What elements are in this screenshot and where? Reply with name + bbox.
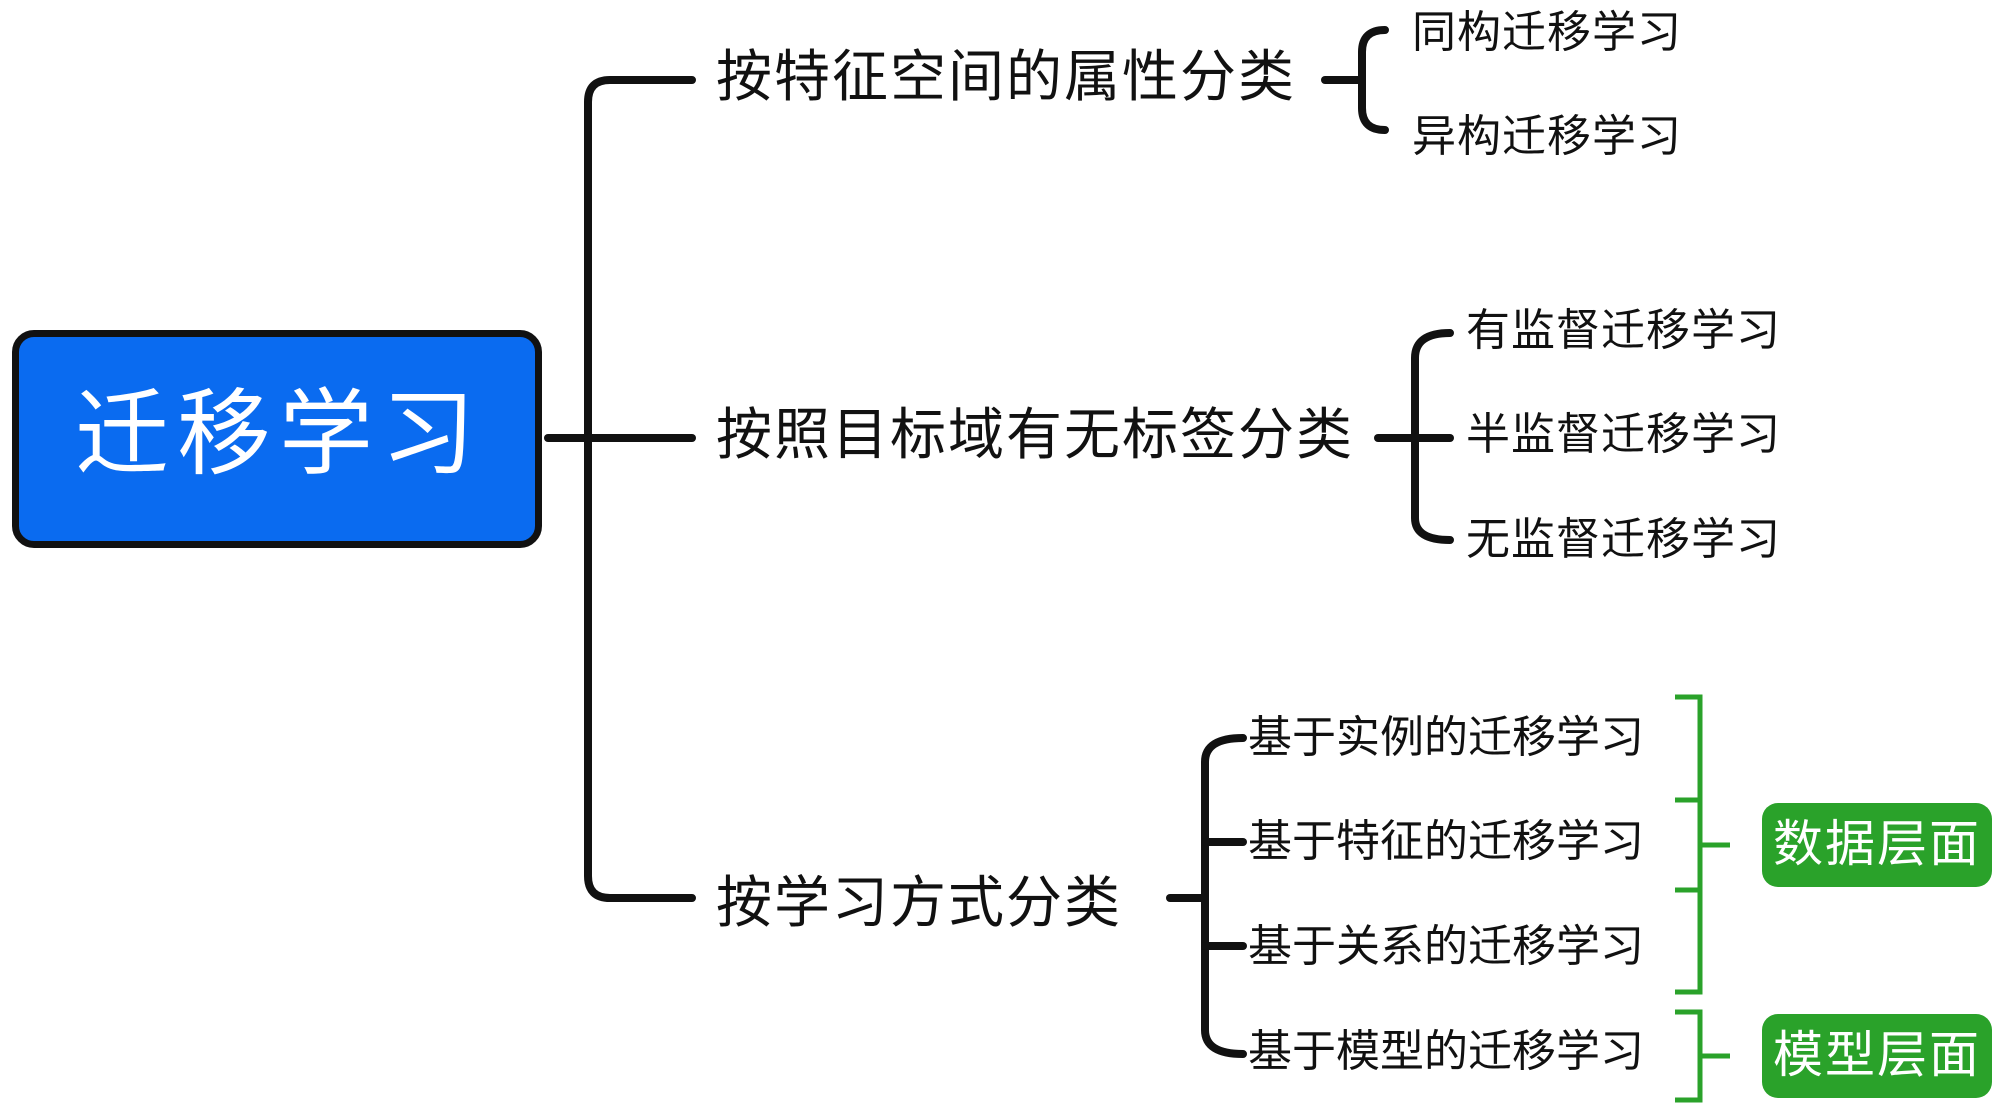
leaf-relation-based: 基于关系的迁移学习 [1248,921,1644,972]
root-node [12,330,542,548]
leaf-model-based: 基于模型的迁移学习 [1248,1026,1644,1077]
branch-3-bracket [1201,734,1247,1058]
leaf-unsupervised: 无监督迁移学习 [1466,514,1781,565]
branch-1-bracket [1358,26,1389,134]
main-bracket [584,76,696,902]
branch-feature-space: 按特征空间的属性分类 [716,45,1296,110]
branch-target-label: 按照目标域有无标签分类 [716,403,1354,468]
root-label: 迁移学习 [75,380,484,489]
leaf-semi-supervised: 半监督迁移学习 [1466,409,1781,460]
leaf-heterogeneous: 异构迁移学习 [1412,111,1682,162]
data-level-bracket [1675,694,1703,995]
leaf-instance-based: 基于实例的迁移学习 [1248,712,1644,763]
tag-model-level: 模型层面 [1762,1014,1992,1098]
tag-data-level: 数据层面 [1762,803,1992,887]
leaf-supervised: 有监督迁移学习 [1466,305,1781,356]
model-level-bracket [1675,1009,1703,1103]
leaf-feature-based: 基于特征的迁移学习 [1248,816,1644,867]
leaf-homogeneous: 同构迁移学习 [1412,7,1682,58]
branch-learning-method: 按学习方式分类 [716,871,1122,936]
